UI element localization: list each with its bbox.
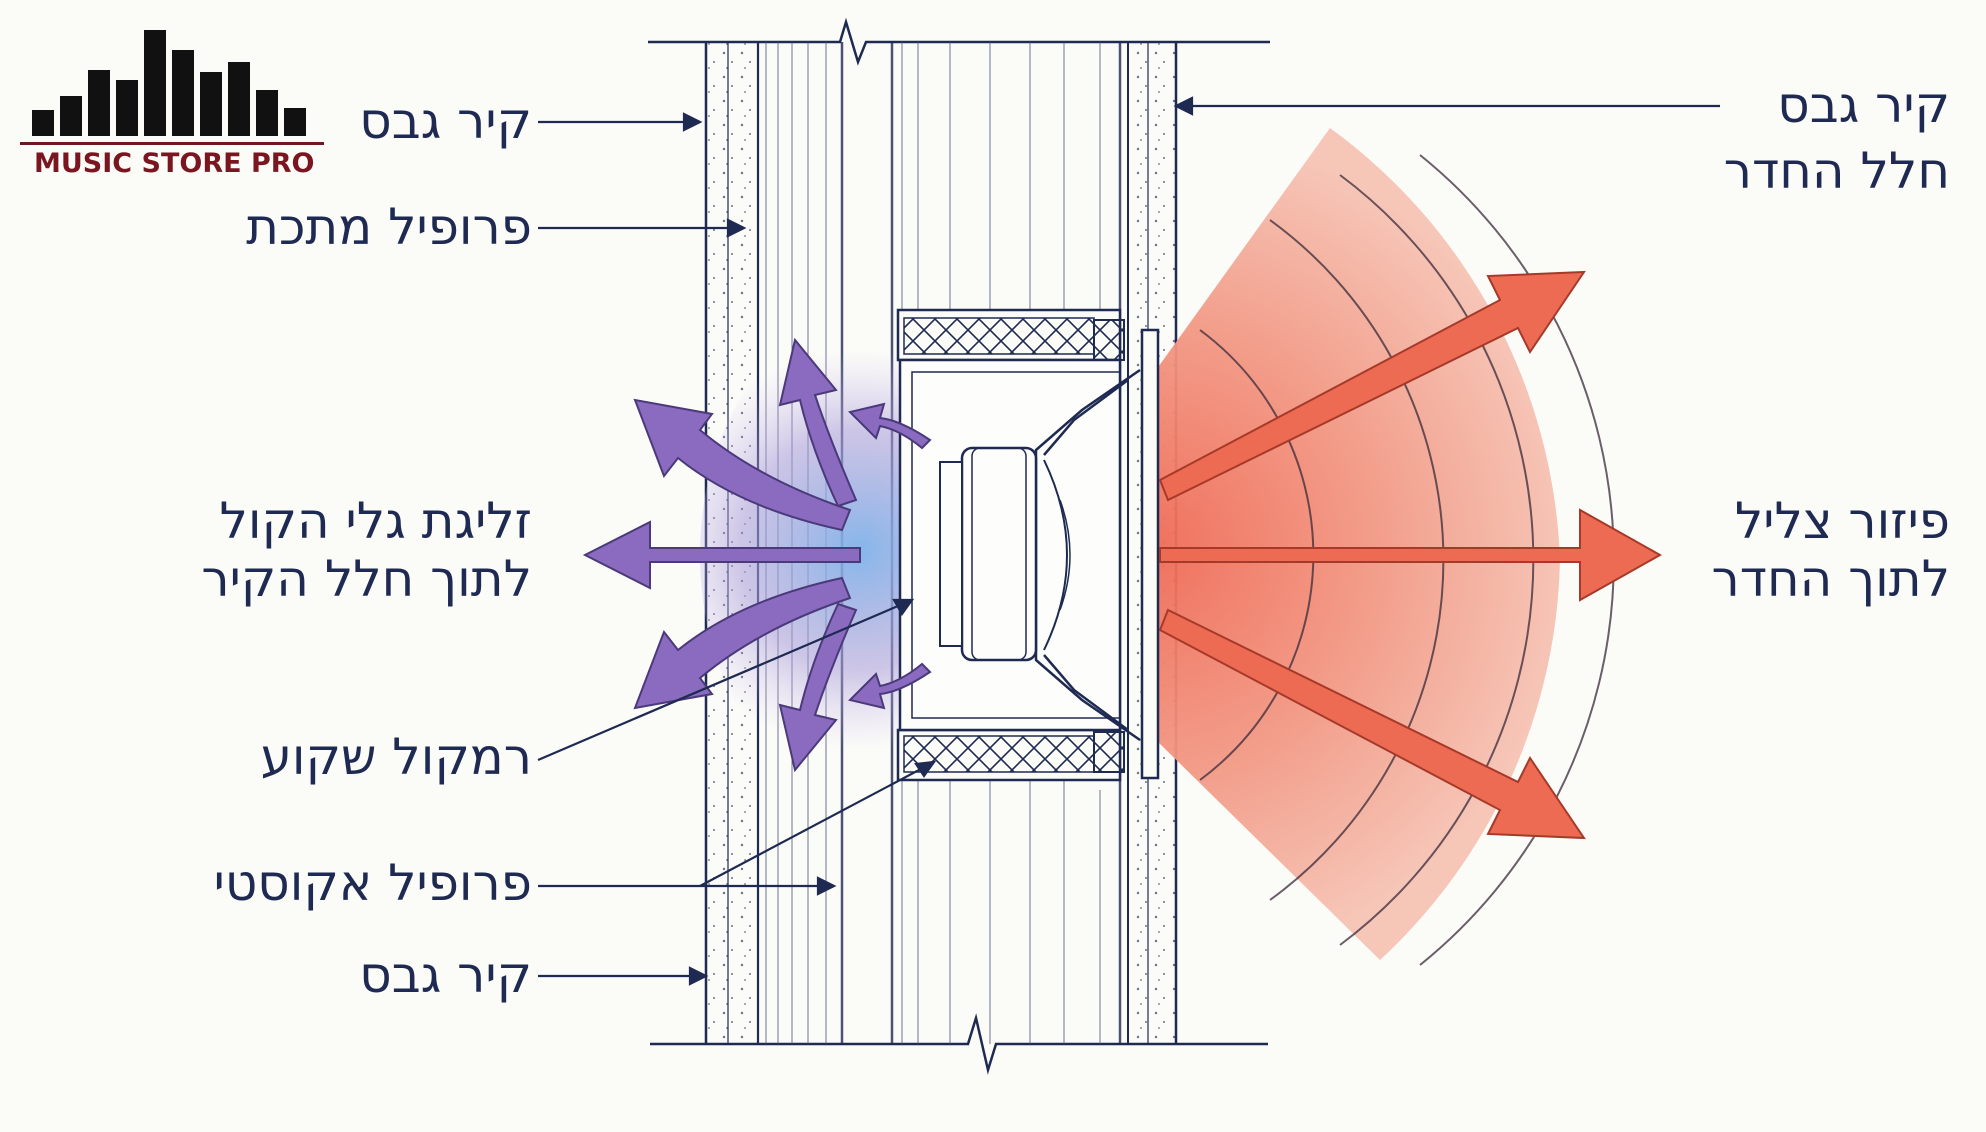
label-dispersion-line2: לתוך החדר	[1711, 550, 1950, 608]
label-drywall-top: קיר גבס	[359, 92, 532, 150]
leader-lines-right	[1173, 96, 1720, 116]
leak-arrows	[582, 337, 932, 773]
equalizer-bars-icon	[32, 30, 306, 136]
logo-underline	[20, 142, 324, 145]
label-room-space: חלל החדר	[1723, 142, 1950, 200]
label-drywall-right: קיר גבס	[1777, 76, 1950, 134]
label-recessed-speaker: רמקול שקוע	[260, 728, 532, 786]
speaker-frame	[1093, 319, 1160, 780]
room-arrows	[1158, 270, 1663, 840]
label-metal-profile: פרופיל מתכת	[246, 198, 532, 256]
label-dispersion-line1: פיזור צליל	[1734, 492, 1950, 550]
label-drywall-bottom: קיר גבס	[359, 946, 532, 1004]
label-leak-line2: לתוך חלל הקיר	[201, 550, 532, 608]
leader-lines-left	[537, 112, 937, 986]
label-leak-line1: זליגת גלי הקול	[219, 492, 532, 550]
brand-name: MUSIC STORE PRO	[34, 148, 315, 179]
label-acoustic-profile: פרופיל אקוסטי	[213, 854, 532, 912]
speaker-magnet	[939, 446, 1038, 662]
